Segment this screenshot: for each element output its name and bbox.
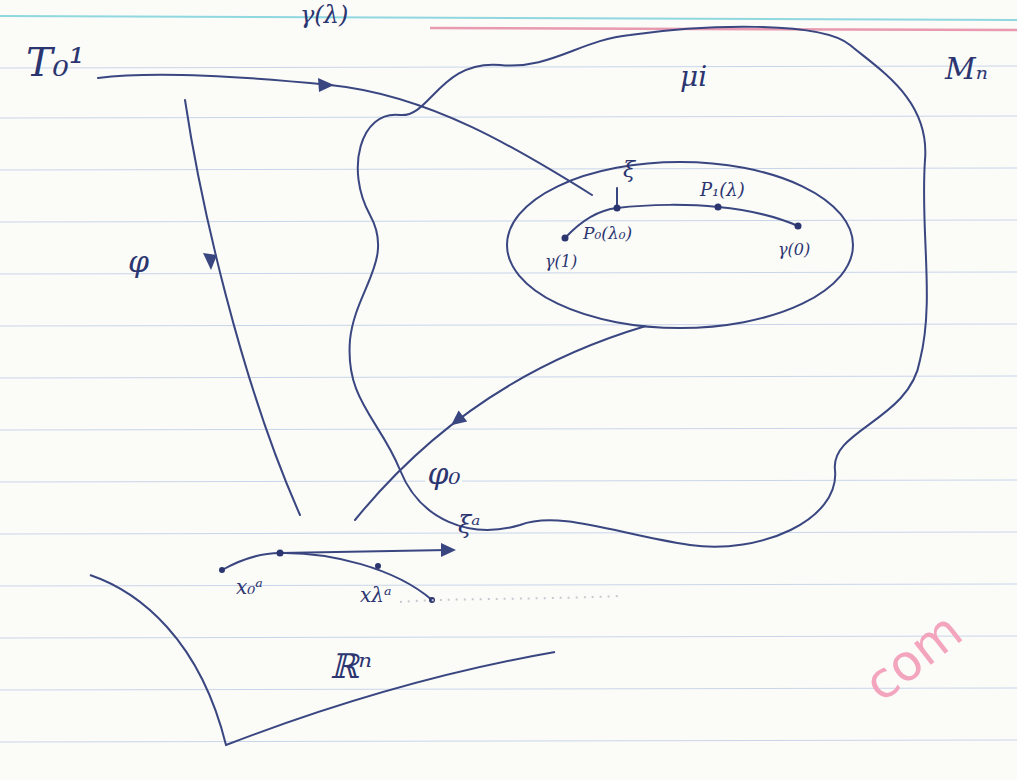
endpoint-label: γ(0) — [778, 240, 810, 259]
map-connector — [355, 326, 645, 520]
gamma-map-arrow — [98, 75, 592, 195]
vector-label-holder: ξ — [623, 158, 635, 182]
euclidean-region-outline — [85, 520, 565, 755]
faint-scribble — [400, 596, 620, 602]
curve-label: γ(λ) — [300, 1, 348, 29]
point — [715, 204, 722, 211]
arrowhead — [451, 411, 467, 426]
coordinate-label-holder: x₀ᵃ — [236, 576, 263, 598]
point-label: P₁(λ) — [700, 179, 745, 200]
endpoint-label: γ(1) — [545, 252, 577, 271]
arrowhead — [441, 543, 456, 557]
outline-group — [90, 575, 555, 745]
euclidean-region: ℝⁿ — [85, 520, 565, 755]
point — [562, 235, 569, 242]
point — [375, 563, 381, 569]
manifold-label-holder: Mₙ — [945, 52, 988, 85]
connector-line — [355, 326, 645, 520]
map-label-holder: φ — [128, 245, 149, 278]
chart-label-holder: μi — [680, 62, 707, 93]
point — [614, 205, 621, 212]
space-outline — [90, 575, 555, 745]
endpoint-label-holder: γ(0) — [778, 240, 810, 259]
map-label: φ — [128, 244, 149, 279]
point-label: P₀(λ₀) — [583, 223, 632, 243]
manifold-label: Mₙ — [945, 51, 988, 86]
manifold-outline — [350, 27, 927, 547]
outline-group — [350, 27, 927, 547]
curve-in-manifold — [565, 205, 798, 238]
curve-label-holder: γ(λ) — [300, 2, 348, 28]
manifold-region: Mₙμi — [345, 20, 935, 560]
space-label: ℝⁿ — [330, 646, 372, 686]
coordinate-label: xλᵃ — [360, 583, 391, 607]
phi-map-arrow — [185, 100, 300, 515]
ruled-lines — [0, 66, 1017, 742]
image-curve — [222, 553, 432, 600]
space-label-holder: ℝⁿ — [330, 648, 372, 685]
watermark-holder: com — [860, 630, 967, 685]
tangent-vector-image — [280, 550, 448, 553]
arrowhead — [203, 253, 217, 270]
tangent-space-label: T₀¹ — [26, 39, 85, 85]
map-label: φ₀ — [425, 456, 462, 491]
manifold-region-outline — [345, 20, 935, 560]
top-pink-line — [430, 28, 1017, 30]
vector-label: ξᵃ — [458, 511, 480, 539]
tangent-vector — [616, 188, 618, 206]
arrowhead — [318, 78, 334, 92]
coordinate-label-holder: xλᵃ — [360, 584, 391, 606]
chart-label: μi — [680, 60, 707, 93]
point — [795, 223, 802, 230]
vector-label: ξ — [623, 157, 635, 182]
tangent-space-label-holder: T₀¹ — [26, 40, 85, 84]
top-cyan-line — [0, 16, 1017, 20]
vector-label-holder: ξᵃ — [458, 512, 480, 538]
point-label-holder: P₀(λ₀) — [583, 224, 632, 243]
point-label-holder: P₁(λ) — [700, 180, 745, 200]
point — [219, 567, 225, 573]
chart-domain: μi — [505, 160, 855, 330]
point — [277, 550, 284, 557]
endpoint-label-holder: γ(1) — [545, 252, 577, 271]
chart-outline — [507, 162, 853, 328]
chart-domain-outline — [505, 160, 855, 330]
edge-label-holder: φ₀ — [425, 457, 462, 490]
coordinate-label: x₀ᵃ — [236, 575, 263, 599]
watermark: com — [854, 603, 972, 712]
